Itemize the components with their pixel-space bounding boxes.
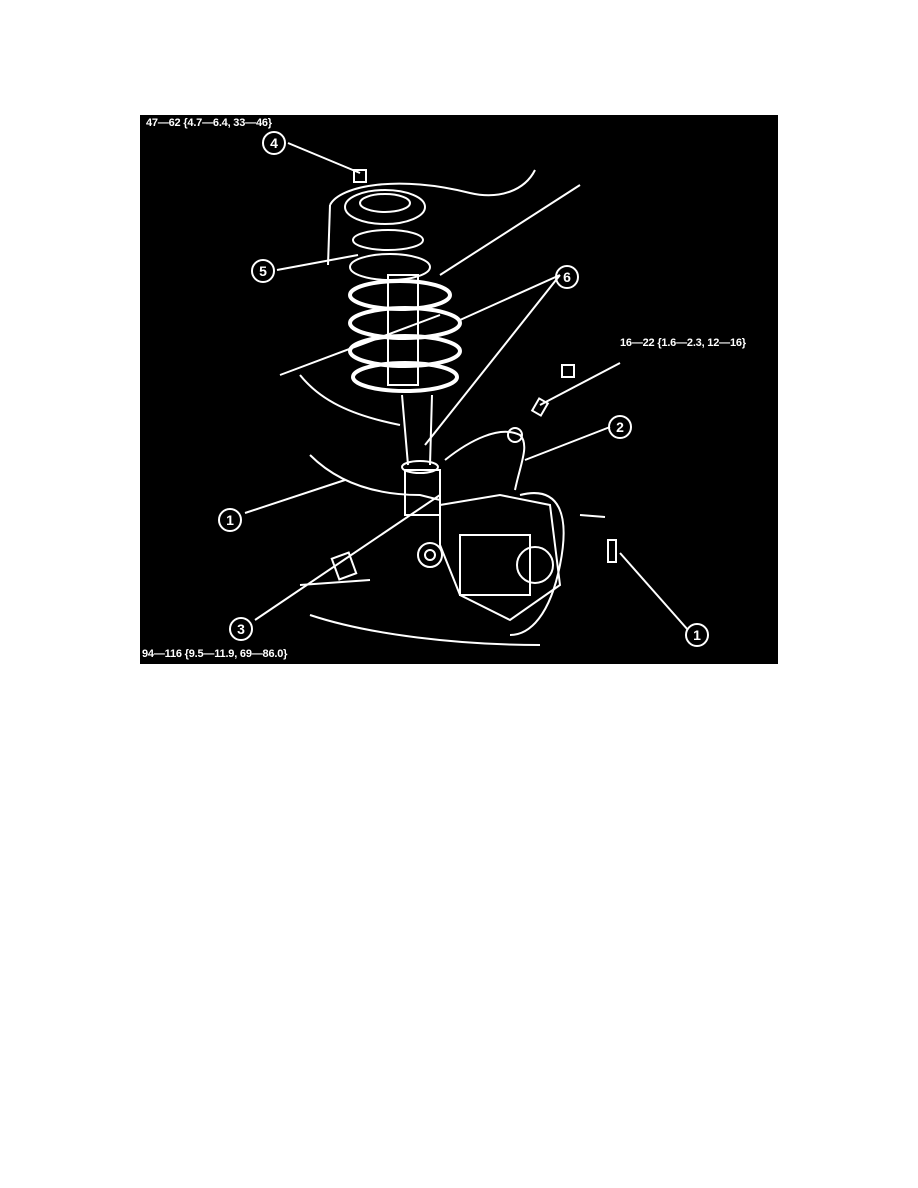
nut-icon	[353, 169, 367, 183]
callout-6: 6	[555, 265, 579, 289]
torque-spec-top-nut: 47—62 {4.7—6.4, 33—46}	[146, 117, 272, 129]
strut-line-drawing	[244, 142, 689, 646]
torque-spec-knuckle-bolt: 94—116 {9.5—11.9, 69—86.0}	[142, 648, 288, 660]
callout-3: 3	[229, 617, 253, 641]
callout-5: 5	[251, 259, 275, 283]
torque-spec-brake-hose-bolt: 16—22 {1.6—2.3, 12—16}	[620, 337, 746, 349]
callout-1-left: 1	[218, 508, 242, 532]
callout-1-right: 1	[685, 623, 709, 647]
callout-4: 4	[262, 131, 286, 155]
strut-assembly-diagram: 47—62 {4.7—6.4, 33—46} 16—22 {1.6—2.3, 1…	[140, 115, 778, 664]
callout-2: 2	[608, 415, 632, 439]
